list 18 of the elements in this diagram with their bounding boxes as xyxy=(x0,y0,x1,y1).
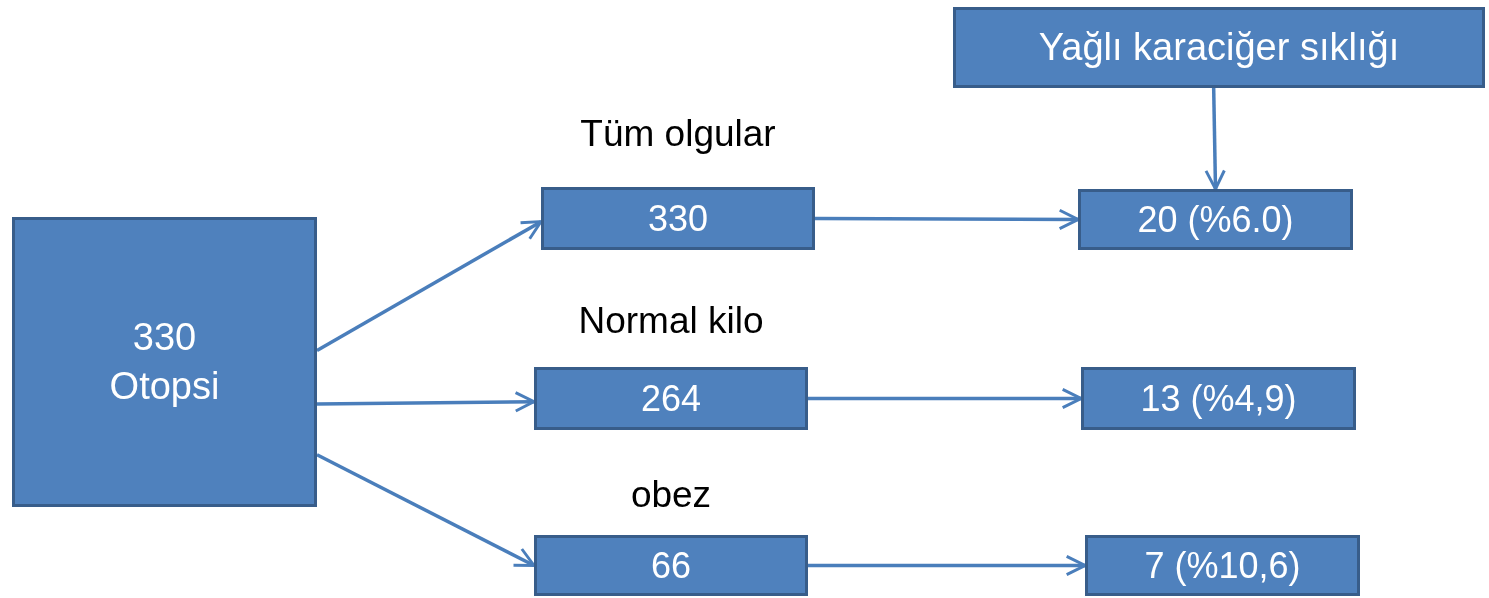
value-box: 7 (%10,6) xyxy=(1085,535,1360,596)
arrow xyxy=(808,554,1087,577)
value-box: 20 (%6.0) xyxy=(1078,189,1353,250)
value-box: 330 Otopsi xyxy=(12,217,317,507)
arrow xyxy=(815,208,1080,231)
arrow xyxy=(316,220,543,352)
group-heading: obez xyxy=(630,474,712,516)
group-heading: Tüm olgular xyxy=(580,113,776,155)
arrow xyxy=(808,387,1083,410)
value-box: 330 xyxy=(541,187,815,250)
arrow xyxy=(316,453,536,568)
value-box: 13 (%4,9) xyxy=(1081,367,1356,430)
arrow xyxy=(1204,87,1226,191)
arrow xyxy=(317,391,536,413)
value-box: Yağlı karaciğer sıklığı xyxy=(953,7,1485,88)
value-box: 66 xyxy=(534,535,808,596)
value-box: 264 xyxy=(534,367,808,430)
group-heading: Normal kilo xyxy=(578,300,764,342)
